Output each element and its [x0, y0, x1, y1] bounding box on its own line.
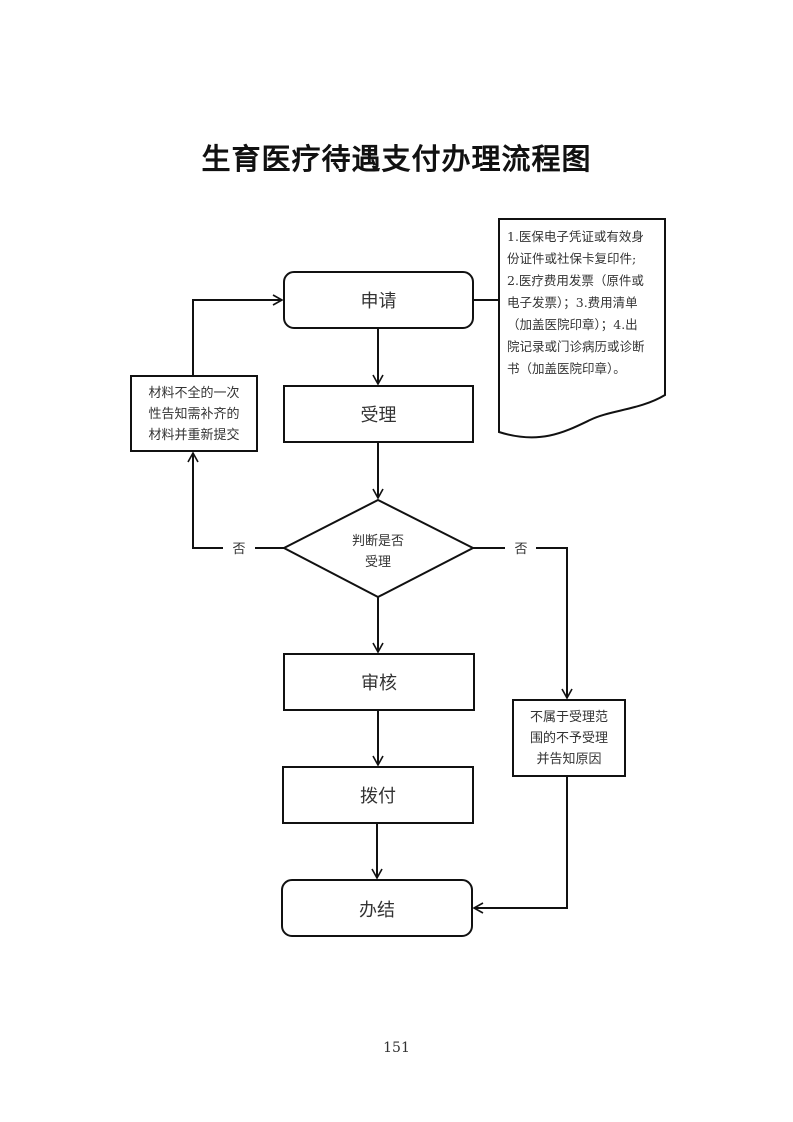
- node-supplement-line3: 材料并重新提交: [148, 427, 239, 443]
- document-note: 1.医保电子凭证或有效身 份证件或社保卡复印件; 2.医疗费用发票（原件或 电子…: [498, 218, 666, 439]
- note-line3: 2.医疗费用发票（原件或: [507, 273, 644, 288]
- note-line5: （加盖医院印章）；4.出: [507, 317, 638, 332]
- arrow-no-to-reject: [536, 547, 573, 700]
- page-number: 151: [383, 1040, 410, 1056]
- note-line2: 份证件或社保卡复印件;: [507, 251, 636, 266]
- node-reject-line1: 不属于受理范: [530, 710, 608, 725]
- node-apply: 申请: [283, 271, 474, 329]
- node-apply-label: 申请: [361, 291, 397, 312]
- note-line6: 院记录或门诊病历或诊断: [507, 339, 645, 354]
- node-reject: 不属于受理范 围的不予受理 并告知原因: [512, 699, 626, 777]
- node-pay-label: 拨付: [360, 786, 396, 807]
- node-supplement-line2: 性告知需补齐的: [148, 406, 239, 422]
- node-reject-line3: 并告知原因: [536, 751, 601, 767]
- edge-label-no-right: 否: [514, 542, 527, 557]
- node-review-label: 审核: [361, 673, 397, 694]
- page-title: 生育医疗待遇支付办理流程图: [201, 142, 592, 176]
- node-reject-line2: 围的不予受理: [530, 730, 608, 746]
- node-decision: 判断是否 受理: [281, 498, 476, 599]
- arrow-no-to-supplement: [187, 451, 223, 549]
- node-complete-label: 办结: [359, 900, 395, 921]
- arrow-supplement-apply: [192, 294, 284, 376]
- node-decision-label-line1: 判断是否: [352, 534, 404, 549]
- arrow-reject-complete: [472, 776, 568, 914]
- node-supplement-line1: 材料不全的一次: [148, 385, 239, 401]
- node-complete: 办结: [281, 879, 473, 937]
- note-line1: 1.医保电子凭证或有效身: [507, 229, 644, 244]
- edge-label-no-left: 否: [232, 542, 245, 557]
- node-pay: 拨付: [282, 766, 474, 824]
- note-line4: 电子发票）；3.费用清单: [507, 295, 638, 310]
- node-accept: 受理: [283, 385, 474, 443]
- node-review: 审核: [283, 653, 475, 711]
- node-supplement: 材料不全的一次 性告知需补齐的 材料并重新提交: [130, 375, 258, 452]
- node-accept-label: 受理: [361, 405, 397, 426]
- note-line7: 书（加盖医院印章）。: [507, 361, 626, 376]
- node-decision-label-line2: 受理: [365, 555, 391, 570]
